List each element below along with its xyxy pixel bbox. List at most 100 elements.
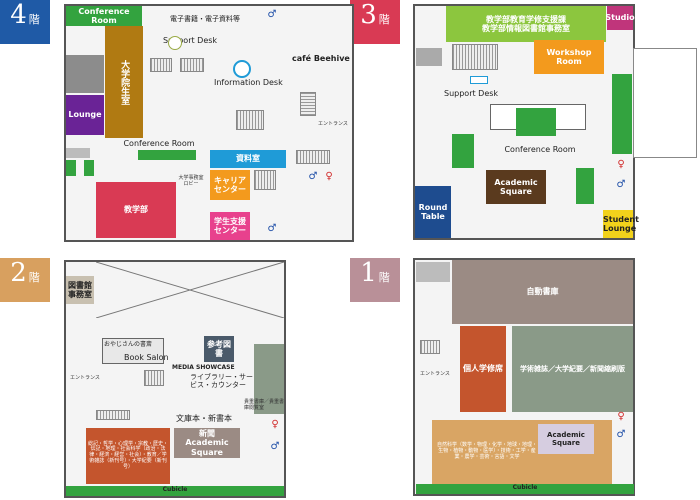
f4-restroom-bottom-icon: ♂ [267, 223, 277, 234]
f4-lounge[interactable]: Lounge [66, 95, 104, 135]
f4-academic-affairs[interactable]: 教学部 [96, 182, 176, 238]
f2-reference-label: 参考図書 [207, 339, 231, 358]
f4-lobby: 大学事務室ロビー [178, 175, 204, 187]
f2-reference[interactable]: 参考図書 [204, 336, 234, 362]
f3-support-desk[interactable]: Support Desk [444, 89, 499, 98]
f3-education-support[interactable]: 教学部教育学修支援課 教学部情報図書館事務室 [446, 6, 606, 42]
f3-library-office-label: 教学部情報図書館事務室 [482, 24, 570, 33]
f4-lounge-label: Lounge [68, 110, 102, 120]
f1-entrance: エントランス [420, 371, 450, 377]
f4-stairs-a [150, 58, 172, 72]
f3-restroom-male-icon: ♂ [616, 179, 626, 190]
f4-career-center[interactable]: キャリアセンター [210, 170, 250, 200]
f1-academic-square-label: Academic Square [547, 430, 585, 447]
f4-materials-room[interactable]: 資料室 [210, 150, 286, 168]
f4-stairs-d [300, 92, 316, 116]
f3-green-left [452, 134, 474, 168]
f1-automated-stacks[interactable]: 自動書庫 [452, 260, 633, 324]
f4-materials-room-label: 資料室 [236, 154, 260, 164]
f4-entrance: エントランス [318, 121, 348, 127]
f1-cubicle-strip[interactable] [416, 484, 634, 494]
f3-education-support-label: 教学部教育学修支援課 [486, 14, 566, 24]
f1-journals-label: 学術雑誌／大学紀要／新聞縮刷版 [520, 364, 625, 373]
f2-entrance: エントランス [70, 375, 100, 381]
f2-book-salon[interactable]: Book Salon [124, 353, 169, 362]
f3-studio[interactable]: Studio [605, 6, 635, 30]
f3-green-right [576, 168, 594, 204]
f4-academic-affairs-label: 教学部 [124, 205, 148, 215]
f3-student-lounge-label: Student Lounge [603, 214, 639, 233]
f4-conference-room-mid: Conference Room [123, 139, 195, 148]
f2-library-office-label: 図書館事務室 [68, 280, 92, 299]
f3-green-row [516, 108, 556, 136]
f4-student-support[interactable]: 学生支援センター [210, 212, 250, 240]
f2-humanities-stacks[interactable]: 総記・哲学・心理学・宗教・歴史・伝記・地理・社会科学（政治・法律・経済・経営・社… [86, 428, 170, 484]
f4-graduate-room[interactable]: 大学院生室 [105, 26, 143, 138]
f3-gray-a [416, 48, 442, 66]
floor-2-plan [64, 260, 286, 498]
f3-conference-room: Conference Room [504, 145, 576, 154]
f4-career-center-label: キャリアセンター [214, 175, 246, 194]
f2-rare-books-label: 貴重書庫／貴重書庫閲覧室 [244, 399, 285, 411]
f2-media-showcase[interactable]: MEDIA SHOWCASE [172, 364, 235, 371]
f2-academic-square-label: Academic Square [185, 438, 229, 457]
f3-support-desk-counter [470, 76, 488, 84]
f2-rare-books[interactable] [254, 344, 284, 414]
f3-studio-label: Studio [605, 13, 635, 23]
f2-newspapers-label: 新聞 [199, 429, 215, 439]
f1-cubicle-label: Cubicle [512, 484, 538, 491]
f3-workshop-room[interactable]: Workshop Room [534, 40, 604, 74]
f2-book-salon-area[interactable] [102, 338, 164, 364]
floor-3-kai: 階 [378, 13, 390, 26]
f4-support-desk-counter [168, 36, 182, 50]
f4-student-support-label: 学生支援センター [214, 216, 246, 235]
f2-restroom-female-icon: ♀ [271, 419, 279, 430]
f4-stairs-b [180, 58, 204, 72]
f1-gray-a [416, 262, 450, 282]
f3-workshop-room-label: Workshop Room [546, 47, 592, 66]
f1-academic-square[interactable]: Academic Square [538, 424, 594, 454]
f4-restroom-top-icon: ♂ [267, 9, 277, 20]
f4-green-cell-b [84, 160, 94, 176]
f4-restroom-male-icon: ♂ [308, 171, 318, 182]
f4-conference-room-top[interactable]: Conference Room [66, 6, 142, 26]
f2-cubicle-label: Cubicle [162, 486, 188, 493]
f4-information-desk[interactable]: Information Desk [214, 78, 283, 87]
f2-stairs-b [96, 410, 130, 420]
f1-automated-stacks-label: 自動書庫 [526, 287, 559, 297]
f2-stairs-a [144, 370, 164, 386]
f4-conference-block[interactable] [138, 150, 196, 160]
f2-restroom-male-icon: ♂ [270, 441, 280, 452]
f4-cafe[interactable]: café Beehive [292, 54, 350, 63]
floor-4-kai: 階 [28, 13, 40, 26]
f4-support-desk[interactable]: Support Desk [163, 36, 218, 45]
f4-books-sign: 電子書籍・電子資料等 [170, 15, 240, 23]
f2-bunko: 文庫本・新書本 [176, 414, 232, 423]
f3-restroom-female-icon: ♀ [617, 159, 625, 170]
floor-4-number: 4 [10, 0, 27, 30]
f3-academic-square-label: Academic Square [494, 177, 538, 196]
f4-gray-slab [66, 148, 90, 158]
f2-humanities-label: 総記・哲学・心理学・宗教・歴史・伝記・地理・社会科学（政治・法律・経済・経営・社… [88, 440, 169, 470]
f2-library-office[interactable]: 図書館事務室 [66, 276, 94, 304]
f2-academic-square[interactable]: 新聞 Academic Square [174, 428, 240, 458]
f3-student-lounge[interactable]: Student Lounge [603, 210, 639, 238]
f4-stairs-e [296, 150, 330, 164]
f3-academic-square[interactable]: Academic Square [486, 170, 546, 204]
f1-stairs-a [420, 340, 440, 354]
f4-stairs-f [254, 170, 276, 190]
f1-journals[interactable]: 学術雑誌／大学紀要／新聞縮刷版 [512, 326, 633, 412]
f4-conference-room-top-label: Conference Room [78, 6, 130, 25]
f2-cubicle-strip[interactable] [66, 486, 284, 496]
f3-round-table[interactable]: Round Table [415, 186, 451, 238]
f1-restroom-female-icon: ♀ [617, 411, 625, 422]
f1-restroom-male-icon: ♂ [616, 429, 626, 440]
f1-personal-study[interactable]: 個人学修席 [460, 326, 506, 412]
f2-library-service-counter[interactable]: ライブラリー・サービス・カウンター [190, 373, 253, 389]
f4-stairs-c [236, 110, 264, 130]
f4-graduate-room-label: 大学院生室 [119, 59, 130, 105]
floor-3-number: 3 [360, 0, 377, 30]
